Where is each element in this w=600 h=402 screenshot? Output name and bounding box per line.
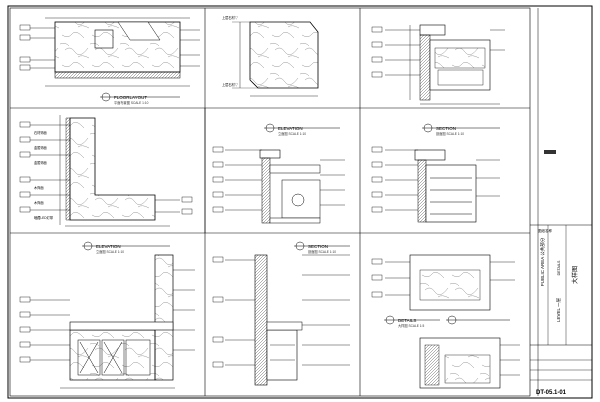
- panel-title-section-2: SECTION: [308, 244, 328, 249]
- tag-label: 木饰面: [34, 185, 44, 190]
- titleblock-area: PUBLIC AREA 公共部分: [539, 237, 546, 286]
- panel-stone-elevation: [232, 21, 319, 97]
- panel-subtitle-floorlayout: 平面布置图 SCALE 1:10: [114, 100, 149, 105]
- panel-elevation-mid: [212, 123, 345, 224]
- panel-elevation-bottom: [19, 241, 195, 389]
- titleblock-drawing-number: DT-05.1-01: [536, 390, 567, 396]
- panel-title-elevation-2: ELEVATION: [96, 244, 121, 249]
- titleblock-small-label: 图纸名称: [538, 228, 552, 233]
- titleblock-level: LEVEL 一层: [556, 297, 562, 322]
- tag-label: 上层石材▽: [222, 15, 239, 20]
- tag-label: 木饰面: [34, 200, 44, 205]
- panel-title-section: SECTION: [436, 126, 456, 131]
- panel-title-elevation: ELEVATION: [278, 126, 303, 131]
- panel-subtitle-elevation-2: 立面图 SCALE 1:10: [96, 249, 124, 254]
- panel-subtitle-details: 大样图 SCALE 1:5: [398, 323, 424, 328]
- panel-section-top: [371, 24, 505, 105]
- panel-details: [371, 254, 520, 389]
- panel-subtitle-elevation: 立面图 SCALE 1:10: [278, 131, 306, 136]
- tag-label: 上层石材▽: [222, 82, 239, 87]
- title-block: [530, 8, 592, 396]
- panel-subtitle-section-2: 剖面图 SCALE 1:10: [308, 249, 336, 254]
- tag-label: 石材饰面: [34, 130, 47, 135]
- titleblock-detail-label: DETAILS: [557, 260, 561, 275]
- panel-title-floorlayout: FLOORLAYOUT: [114, 95, 147, 100]
- panel-floor-layout: [19, 17, 200, 102]
- tag-label: 暗藏LED灯带: [34, 215, 54, 220]
- tag-label: 金属饰面: [34, 160, 47, 165]
- panel-section-bottom: [212, 241, 350, 386]
- panel-title-details: DETAILS: [398, 318, 416, 323]
- panel-plan-large: [19, 115, 193, 227]
- titleblock-sheet-name: 大样图: [571, 266, 579, 284]
- panel-subtitle-section: 剖面图 SCALE 1:10: [436, 131, 464, 136]
- tag-label: 金属饰面: [34, 145, 47, 150]
- panel-section-mid: [371, 123, 500, 223]
